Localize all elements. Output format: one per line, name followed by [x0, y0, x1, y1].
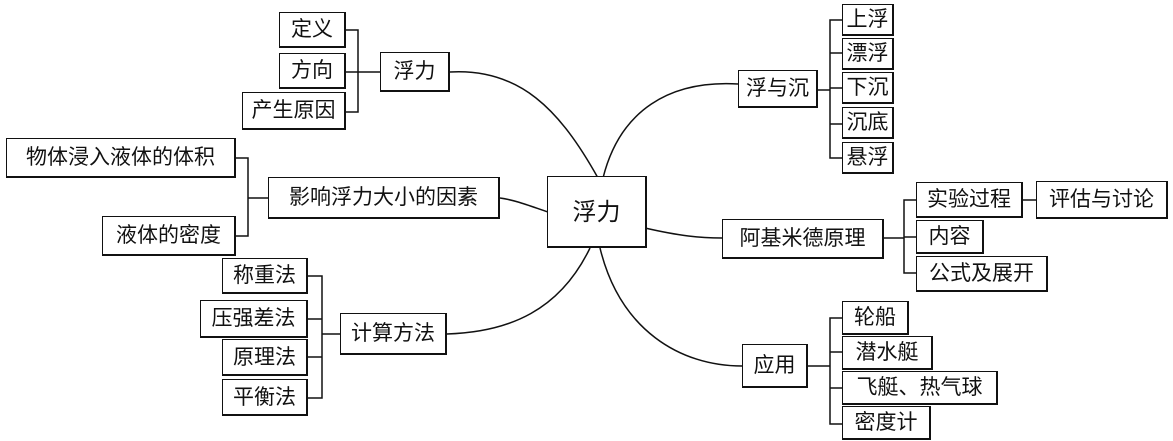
curve-to-influence — [499, 197, 549, 213]
calc-child-pressure: 压强差法 — [200, 300, 308, 338]
application-child-ship: 轮船 — [842, 301, 909, 335]
archimedes-child-experiment: 实验过程 — [916, 182, 1023, 218]
archimedes-evaluation: 评估与讨论 — [1036, 181, 1168, 219]
fuli-child-direction: 方向 — [279, 53, 346, 89]
curve-to-calc — [446, 247, 591, 335]
branch-archimedes: 阿基米德原理 — [722, 219, 884, 259]
sinkfloat-child-rise: 上浮 — [842, 4, 894, 36]
application-child-airship: 飞艇、热气球 — [842, 371, 998, 405]
branch-application: 应用 — [742, 344, 808, 388]
application-child-submarine: 潜水艇 — [842, 336, 933, 370]
archimedes-child-content: 内容 — [916, 220, 984, 254]
curve-to-archimedes — [644, 227, 723, 239]
fuli-child-cause: 产生原因 — [242, 92, 346, 130]
branch-calc: 计算方法 — [340, 313, 447, 355]
influence-child-volume: 物体浸入液体的体积 — [6, 138, 236, 178]
sinkfloat-child-bottom: 沉底 — [842, 107, 894, 139]
calc-child-balance: 平衡法 — [222, 379, 308, 416]
calc-child-principle: 原理法 — [222, 339, 308, 376]
calc-child-weighing: 称重法 — [222, 258, 308, 294]
branch-sinkfloat: 浮与沉 — [738, 70, 818, 108]
fuli-child-definition: 定义 — [279, 12, 346, 48]
archimedes-child-formula: 公式及展开 — [916, 256, 1048, 292]
branch-fuli: 浮力 — [380, 52, 450, 92]
curve-to-application — [599, 247, 743, 367]
branch-influence: 影响浮力大小的因素 — [268, 177, 500, 219]
curve-to-fuli — [449, 71, 599, 179]
application-child-hydrometer: 密度计 — [842, 406, 931, 440]
sinkfloat-child-sink: 下沉 — [842, 72, 894, 104]
curve-to-sinkfloat — [602, 82, 739, 179]
sinkfloat-child-float: 漂浮 — [842, 38, 894, 70]
sinkfloat-child-suspend: 悬浮 — [842, 142, 894, 174]
center-node: 浮力 — [547, 176, 647, 248]
influence-child-density: 液体的密度 — [102, 216, 236, 256]
